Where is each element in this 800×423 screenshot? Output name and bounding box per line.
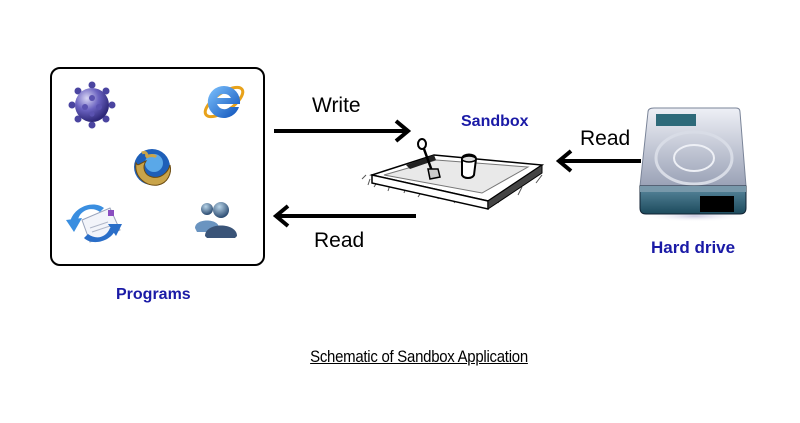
read-arrow-from-harddrive [555,149,641,173]
minesweeper-mine-icon [68,81,116,129]
write-arrow [274,119,412,143]
diagram-caption: Schematic of Sandbox Application [310,347,528,366]
sandbox-icon [361,138,545,210]
messenger-users-icon [195,202,237,238]
read-label-harddrive: Read [580,127,631,150]
internet-explorer-icon [203,85,245,119]
hard-drive-label: Hard drive [651,238,736,257]
sandbox-label: Sandbox [461,113,529,130]
programs-label: Programs [116,286,191,303]
read-label-programs: Read [314,229,365,252]
firefox-icon [134,149,171,186]
email-send-receive-icon [66,204,122,243]
write-label: Write [312,94,361,117]
read-arrow-to-programs [272,204,416,228]
hard-drive-icon [639,107,747,222]
